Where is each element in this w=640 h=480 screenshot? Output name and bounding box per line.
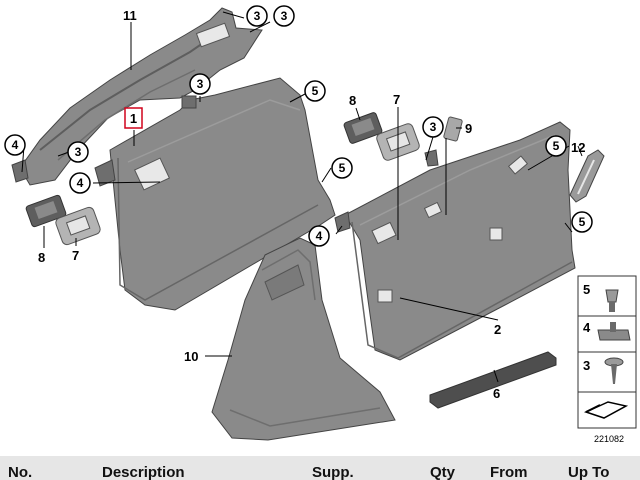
callout-circle-4b[interactable]: [69, 172, 91, 194]
part-11-upper-trim[interactable]: [11, 7, 263, 186]
callout-circle-4c[interactable]: [308, 225, 330, 247]
column-header-from[interactable]: From: [490, 464, 528, 480]
part-labels: 11 3 3 3 5 1 4 3 4 5 8 7 8 7 3 9 5 12 5 …: [4, 5, 593, 401]
label-6[interactable]: 6: [493, 386, 500, 401]
part-8-light-right[interactable]: [343, 112, 383, 144]
label-4a[interactable]: 4: [12, 138, 19, 152]
column-header-up-to[interactable]: Up To: [568, 464, 610, 480]
column-header-supp[interactable]: Supp.: [312, 464, 354, 480]
part-6-strip[interactable]: [429, 351, 557, 409]
label-3c[interactable]: 3: [197, 77, 204, 91]
clip-5-icon: [605, 289, 619, 312]
callout-circle-3e[interactable]: [422, 116, 444, 138]
label-11[interactable]: 11: [123, 8, 137, 23]
parts-table-header: No. Description Supp. Qty From Up To: [0, 456, 640, 480]
label-10[interactable]: 10: [184, 349, 198, 364]
part-9-cap[interactable]: [443, 116, 463, 142]
callout-circle-5d[interactable]: [571, 211, 593, 233]
label-5c[interactable]: 5: [553, 139, 560, 153]
callout-circle-3c[interactable]: [189, 73, 211, 95]
part-8-light-left[interactable]: [25, 194, 67, 228]
screw-3-icon: [604, 357, 624, 384]
clip-4-icon: [597, 322, 631, 341]
callout-circle-4a[interactable]: [4, 134, 26, 156]
callout-circle-5b[interactable]: [331, 157, 353, 179]
diagram-reference-number: 221082: [594, 434, 624, 444]
label-5d[interactable]: 5: [579, 215, 586, 229]
label-5a[interactable]: 5: [312, 84, 319, 98]
label-3e[interactable]: 3: [430, 120, 437, 134]
callout-circle-3d[interactable]: [67, 141, 89, 163]
label-8a[interactable]: 8: [349, 93, 356, 108]
label-3b[interactable]: 3: [281, 9, 288, 23]
column-header-no[interactable]: No.: [8, 464, 33, 480]
label-5b[interactable]: 5: [339, 161, 346, 175]
legend-label-3[interactable]: 3: [583, 358, 590, 373]
parts-diagram: 11 3 3 3 5 1 4 3 4 5 8 7 8 7 3 9 5 12 5 …: [4, 5, 637, 444]
label-7b[interactable]: 7: [72, 248, 79, 263]
label-8b[interactable]: 8: [38, 250, 45, 265]
part-2-right-panel[interactable]: [334, 121, 576, 361]
part-7-bezel-left[interactable]: [54, 206, 101, 246]
label-4c[interactable]: 4: [316, 229, 323, 243]
label-9[interactable]: 9: [465, 121, 472, 136]
label-3d[interactable]: 3: [75, 145, 82, 159]
label-2[interactable]: 2: [494, 322, 501, 337]
legend-label-4[interactable]: 4: [583, 320, 591, 335]
callout-circle-3b[interactable]: [273, 5, 295, 27]
highlight-box-1[interactable]: [124, 107, 143, 129]
label-3a[interactable]: 3: [254, 9, 261, 23]
tool-arrow-icon: [583, 401, 629, 419]
callout-circle-5c[interactable]: [545, 135, 567, 157]
part-12-handle[interactable]: [569, 149, 605, 203]
label-4b[interactable]: 4: [77, 176, 84, 190]
callout-circle-5a[interactable]: [304, 80, 326, 102]
part-1-left-panel[interactable]: [94, 77, 336, 311]
label-12[interactable]: 12: [571, 140, 585, 155]
label-7a[interactable]: 7: [393, 92, 400, 107]
legend-label-5[interactable]: 5: [583, 282, 590, 297]
label-1[interactable]: 1: [130, 111, 137, 126]
column-header-qty[interactable]: Qty: [430, 464, 456, 480]
hardware-legend: 5 4 3 221082: [577, 275, 637, 444]
column-header-description[interactable]: Description: [102, 464, 185, 480]
callout-circle-3a[interactable]: [246, 5, 268, 27]
